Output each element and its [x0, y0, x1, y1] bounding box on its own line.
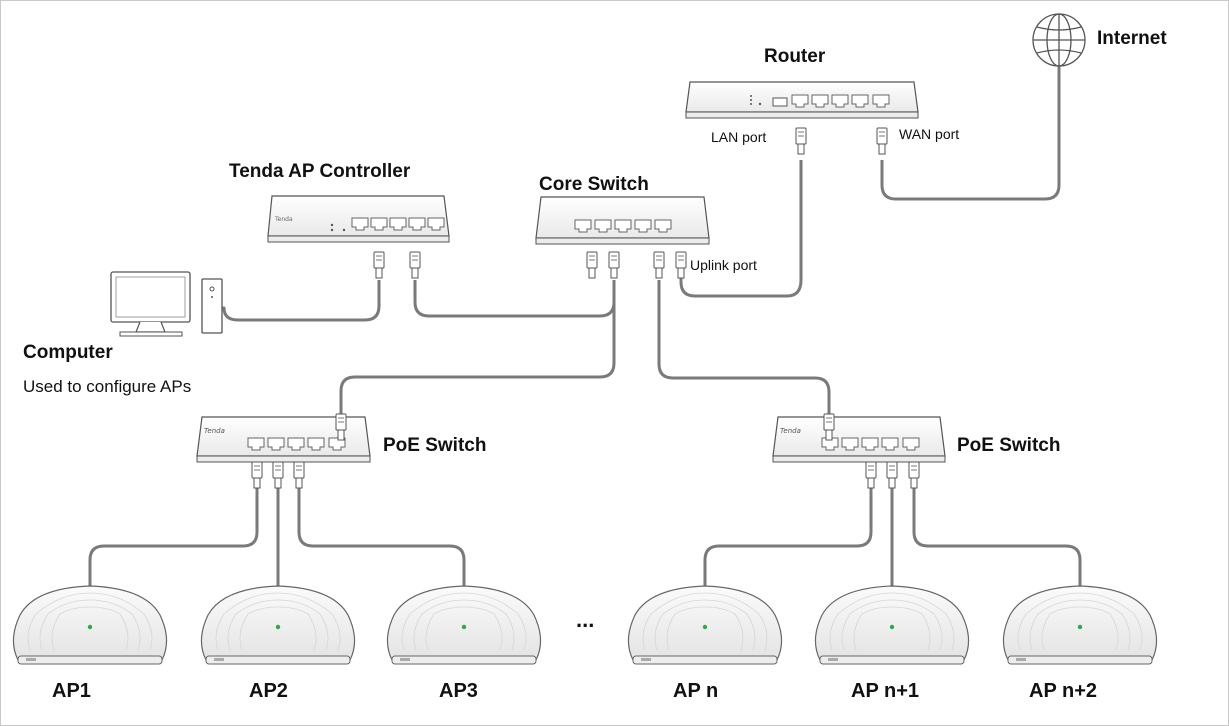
computer-icon [110, 271, 223, 337]
cables [88, 66, 1082, 588]
globe-icon [1032, 13, 1086, 67]
poe-left-connector-2 [272, 461, 284, 489]
ap-label-n: AP n [673, 680, 718, 702]
poe-left-connector-3 [293, 461, 305, 489]
uplink-port-label: Uplink port [690, 257, 757, 273]
controller-port-connector-2 [409, 251, 421, 279]
poe-switch-left-label: PoE Switch [383, 435, 486, 456]
internet-label: Internet [1097, 28, 1167, 49]
ap-status-led [275, 624, 281, 630]
core-connector-3 [653, 251, 665, 279]
access-points [12, 585, 1158, 665]
ap-status-led [87, 624, 93, 630]
poe-right-brand: Tenda [780, 427, 801, 435]
cable-core-poe-right [657, 280, 831, 418]
router-wan-connector [876, 127, 888, 155]
wan-port-label: WAN port [899, 126, 959, 142]
poe-right-uplink-connector [823, 413, 835, 441]
ap-controller-label: Tenda AP Controller [229, 161, 411, 182]
cable-poe-ap1 [88, 487, 259, 588]
ap-label-n-plus-2: AP n+2 [1029, 680, 1097, 702]
cable-poe-apn [703, 487, 873, 588]
poe-left-brand: Tenda [204, 427, 225, 435]
router-lan-connector [795, 127, 807, 155]
ap-status-led [702, 624, 708, 630]
poe-left-uplink-connector [335, 413, 347, 441]
ap-label-n-plus-1: AP n+1 [851, 680, 919, 702]
core-switch-device [535, 196, 710, 245]
cable-lan-uplink [679, 160, 803, 298]
cable-poe-ap3 [297, 487, 466, 588]
core-uplink-connector [675, 251, 687, 279]
router-label: Router [764, 46, 826, 67]
cable-computer-controller [222, 280, 381, 322]
poe-switch-right-label: PoE Switch [957, 435, 1060, 456]
ap-device-ap3 [386, 585, 542, 665]
cable-core-poe-left [339, 300, 616, 418]
ap-status-led [461, 624, 467, 630]
core-connector-2 [608, 251, 620, 279]
ap-device-ap-n-plus-1 [814, 585, 970, 665]
router-device [685, 81, 919, 119]
poe-left-connector-1 [251, 461, 263, 489]
lan-port-label: LAN port [711, 129, 766, 145]
poe-right-connector-1 [865, 461, 877, 489]
core-connector-1 [586, 251, 598, 279]
cable-controller-core [413, 280, 616, 318]
poe-switch-left-device: Tenda [196, 416, 371, 463]
controller-port-connector-1 [373, 251, 385, 279]
poe-right-connector-2 [886, 461, 898, 489]
poe-switch-right-device: Tenda [772, 416, 946, 463]
computer-label: Computer [23, 342, 113, 363]
ap-status-led [1077, 624, 1083, 630]
controller-brand: Tenda [274, 216, 293, 223]
ellipsis-label: ... [576, 607, 594, 632]
cable-internet-wan [880, 66, 1061, 201]
ap-label-3: AP3 [439, 680, 478, 702]
ap-device-ap-n-plus-2 [1002, 585, 1158, 665]
ap-status-led [889, 624, 895, 630]
ap-label-2: AP2 [249, 680, 288, 702]
ap-device-ap1 [12, 585, 168, 665]
ap-device-ap2 [200, 585, 356, 665]
core-switch-label: Core Switch [539, 174, 649, 195]
poe-right-connector-3 [908, 461, 920, 489]
cable-poe-apn2 [912, 487, 1082, 588]
computer-description: Used to configure APs [23, 377, 191, 396]
ap-label-1: AP1 [52, 680, 91, 702]
ap-device-ap-n [627, 585, 783, 665]
ap-controller-device: Tenda [267, 195, 450, 243]
